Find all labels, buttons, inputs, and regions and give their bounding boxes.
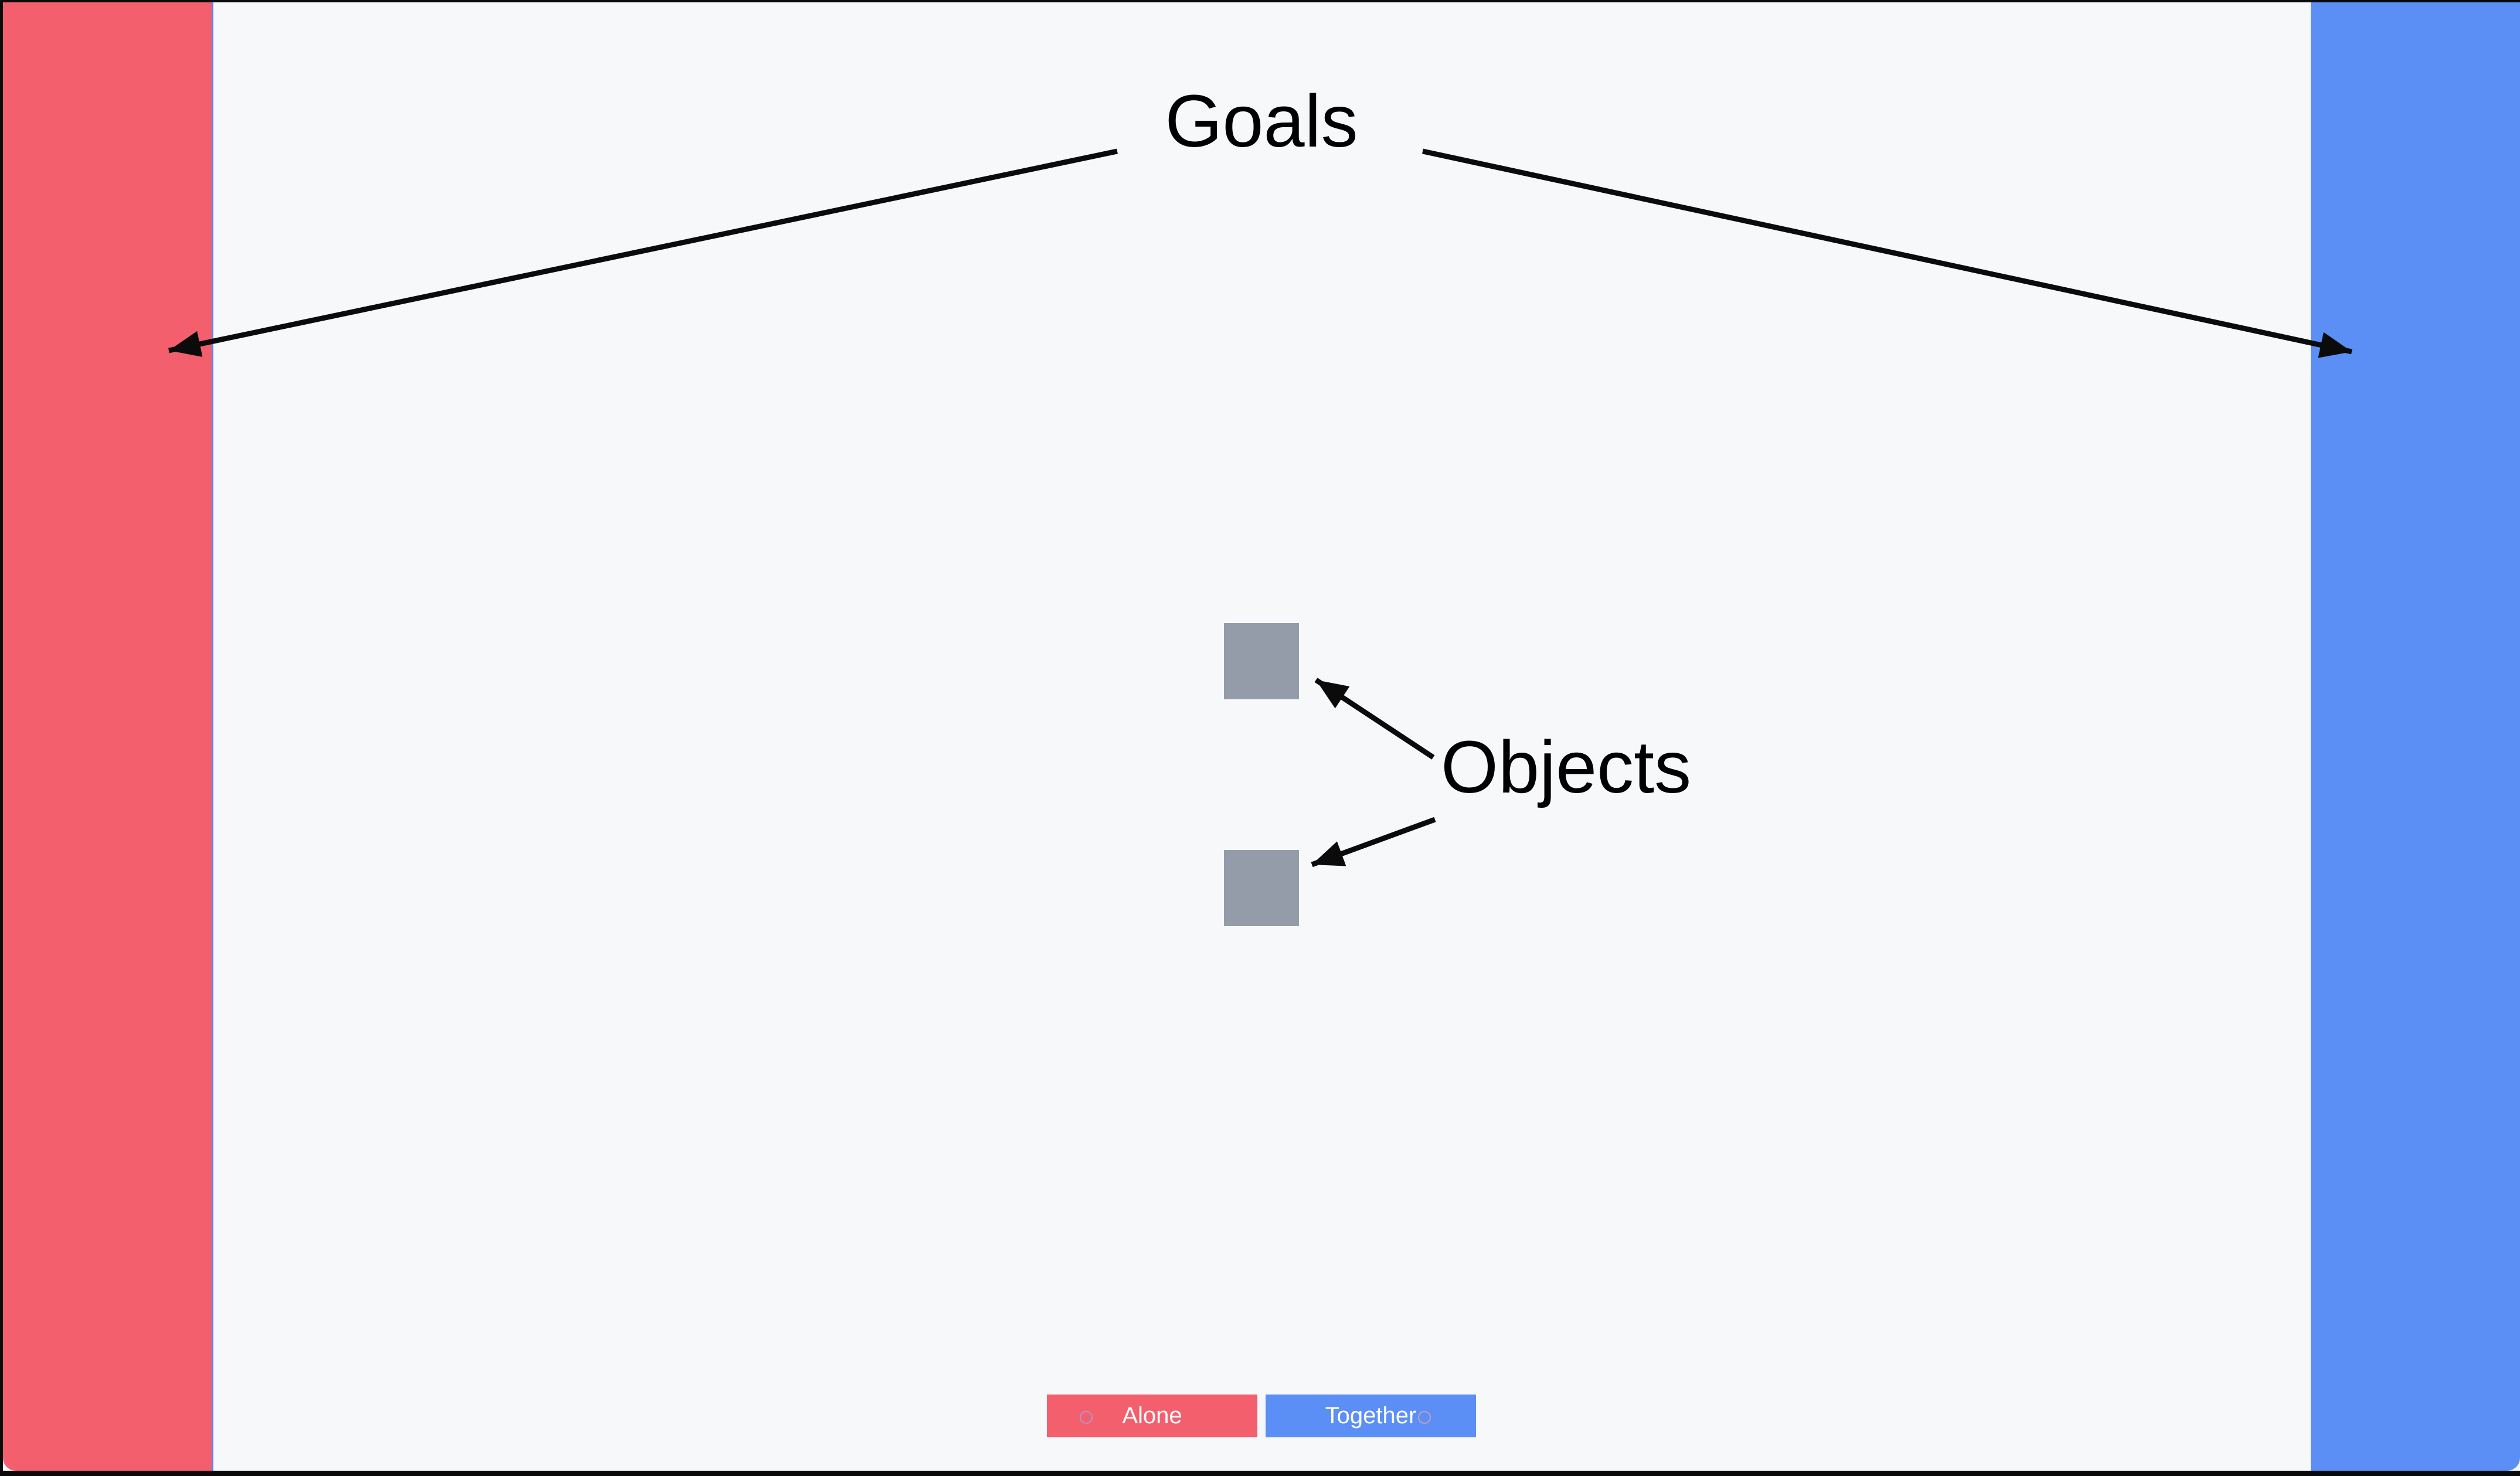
object-square-bottom[interactable] xyxy=(1224,850,1299,926)
radio-circle-icon xyxy=(1418,1410,1431,1424)
together-button[interactable]: Together xyxy=(1266,1395,1476,1437)
goal-zone-blue xyxy=(2311,2,2520,1471)
radio-circle-icon xyxy=(1080,1410,1093,1424)
goal-zone-red xyxy=(3,2,213,1471)
object-square-top[interactable] xyxy=(1224,623,1299,699)
alone-button-label: Alone xyxy=(1122,1403,1182,1429)
alone-button[interactable]: Alone xyxy=(1047,1395,1257,1437)
together-button-label: Together xyxy=(1325,1403,1417,1429)
objects-label: Objects xyxy=(1441,726,1692,808)
annotation-arrows xyxy=(168,148,2352,868)
goals-label: Goals xyxy=(1165,80,1358,162)
game-arena: Goals Objects Alone Together xyxy=(3,2,2520,1471)
